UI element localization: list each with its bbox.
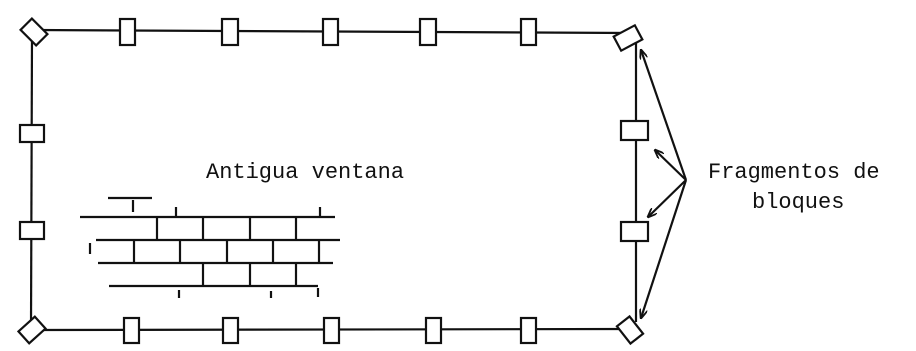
block-fragment-top-1 <box>118 17 137 47</box>
arrow-to-right-fragment-2 <box>648 179 687 217</box>
fragments-label-line1: Fragmentos de <box>708 160 880 185</box>
bottom-edge-blocks <box>122 316 538 345</box>
left-edge-blocks <box>18 123 46 241</box>
block-fragment-right-1 <box>619 119 650 142</box>
block-fragment-top-5 <box>519 17 538 47</box>
fragment-pointer-arrows <box>641 50 688 318</box>
arrow-to-top-right-fragment <box>641 50 688 181</box>
block-fragment-bottom-2 <box>221 316 240 345</box>
top-edge-blocks <box>118 17 538 47</box>
arrow-to-bottom-right-fragment <box>641 179 688 318</box>
window-label: Antigua ventana <box>206 160 404 185</box>
block-fragment-top-2 <box>220 17 240 47</box>
block-fragment-left-1 <box>18 123 46 144</box>
block-fragment-corner-top-left <box>19 17 49 47</box>
block-fragment-corner-top-right <box>612 23 644 53</box>
block-fragment-top-4 <box>418 17 438 47</box>
block-fragment-left-2 <box>18 220 46 241</box>
fragments-label-line2: bloques <box>752 190 844 215</box>
block-fragment-bottom-3 <box>322 316 341 345</box>
block-fragment-corner-bottom-left <box>16 315 48 345</box>
block-fragment-corner-bottom-right <box>615 314 645 346</box>
corner-blocks <box>16 17 645 346</box>
right-edge-blocks <box>619 119 650 243</box>
block-fragment-bottom-4 <box>424 316 443 345</box>
brick-wall-sketch <box>80 196 340 298</box>
block-fragment-bottom-5 <box>519 316 538 345</box>
block-fragment-right-2 <box>619 220 650 243</box>
block-fragment-top-3 <box>321 17 340 47</box>
arrow-to-right-fragment-1 <box>655 150 687 181</box>
frame-left-edge <box>29 33 34 329</box>
block-fragment-bottom-1 <box>122 316 141 345</box>
